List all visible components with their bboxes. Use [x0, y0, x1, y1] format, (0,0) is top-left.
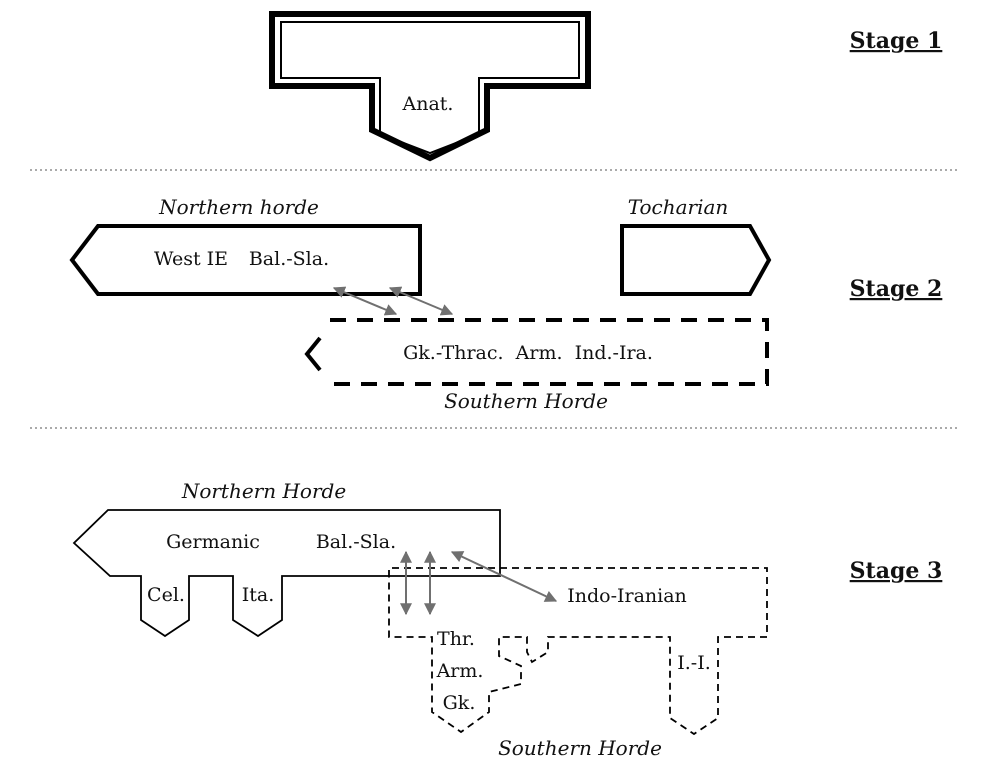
greek-label: Gk. [443, 692, 476, 714]
stage3-northern-horde-title: Northern Horde [181, 479, 346, 503]
ii-short-label: I.-I. [677, 652, 711, 674]
tocharian-title: Tocharian [628, 195, 729, 219]
stage2-southern-horde-shape [304, 318, 769, 386]
germanic-label: Germanic [166, 531, 260, 553]
stage2-northern-horde-shape [69, 224, 422, 296]
stage-2-label: Stage 2 [850, 276, 943, 302]
anatolian-label: Anat. [402, 93, 454, 115]
stage3-northern-horde-shape [72, 509, 501, 638]
stage2-northern-horde-title: Northern horde [158, 195, 319, 219]
tocharian-shape [620, 224, 772, 296]
stage2-bal-sla-label: Bal.-Sla. [249, 248, 329, 270]
stage-3-label: Stage 3 [850, 558, 943, 584]
stage1-anatolian-shape [269, 11, 591, 162]
stage-1-label: Stage 1 [850, 28, 943, 54]
armenian-label: Arm. [436, 660, 484, 682]
west-ie-label: West IE [154, 248, 228, 270]
italic-label: Ita. [242, 584, 275, 606]
southern-languages-label: Gk.-Thrac. Arm. Ind.-Ira. [403, 342, 653, 364]
stage3-southern-horde-title: Southern Horde [498, 736, 662, 760]
stage2-contact-arrows [332, 286, 454, 316]
stage3-southern-horde-shape [388, 567, 768, 736]
celtic-label: Cel. [147, 584, 185, 606]
thracian-label: Thr. [437, 628, 475, 650]
stage3-contact-arrows [400, 550, 558, 616]
stage3-bal-sla-label: Bal.-Sla. [316, 531, 396, 553]
indo-iranian-label: Indo-Iranian [567, 585, 687, 607]
stage2-southern-horde-title: Southern Horde [444, 389, 608, 413]
